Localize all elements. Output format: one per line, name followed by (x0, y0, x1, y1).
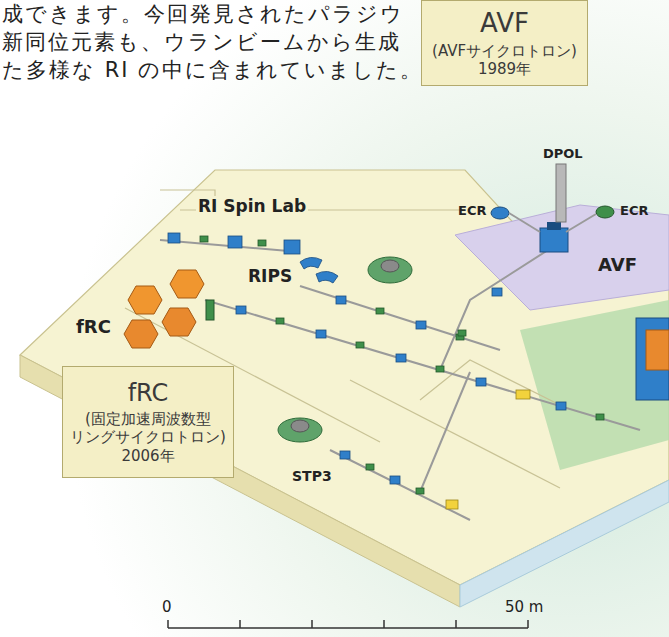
scale-label: 0 (162, 598, 172, 616)
device-label: ECR (620, 203, 648, 219)
device-label: ECR (458, 203, 486, 219)
scale-bar (168, 620, 528, 628)
floor-slab-part (20, 170, 669, 585)
beam-lines-part (205, 300, 640, 430)
scale-bar-part (383, 620, 385, 628)
avf-cyclotron-part (491, 207, 509, 219)
room-walls-part (350, 380, 560, 488)
beamline-magnets-part (416, 488, 424, 494)
rrc-magnet-part (646, 330, 669, 370)
area-label: AVF (596, 254, 639, 276)
avf-cyclotron-part (566, 214, 596, 232)
beamline-magnets-part (390, 476, 400, 484)
beamline-magnets-part (168, 233, 180, 243)
avf-cyclotron (491, 164, 614, 252)
avf-cyclotron-part (547, 222, 561, 230)
frc-cyclotron-part (128, 286, 162, 314)
frc-cyclotron-part (162, 308, 196, 336)
rips-dipoles-part (316, 271, 338, 283)
beamline-magnets-part (476, 378, 486, 386)
beamline-magnets-part (356, 342, 364, 348)
detector-domes-part (278, 418, 322, 442)
beam-lines-part (300, 286, 500, 350)
beamline-magnets-part (436, 366, 444, 372)
beamline-magnets-part (416, 321, 426, 329)
rrc-magnet-part (636, 318, 669, 400)
scale-bar-part (239, 620, 241, 628)
rrc-magnet (636, 318, 669, 400)
beamline-magnets-part (366, 464, 374, 470)
scale-label: 50 m (505, 598, 543, 616)
beamline-magnets-part (284, 240, 300, 254)
beamline-magnets-part (276, 318, 284, 324)
scale-bar-part (455, 620, 457, 628)
body-text: 新同位元素も、ウランビームから生成 (2, 30, 401, 55)
beamline-magnets-part (336, 296, 346, 304)
box-heading: fRC (69, 379, 227, 408)
beamline-magnets-part (340, 451, 350, 459)
box-subtext: (固定加速周波数型 リングサイクロトロン) 2006年 (69, 410, 227, 465)
beam-lines-part (420, 372, 470, 492)
beamline-magnets-part (446, 500, 458, 509)
area-label: RI Spin Lab (196, 196, 308, 216)
box-heading: AVF (428, 8, 581, 40)
frc-cyclotron-part (170, 270, 204, 298)
beamline-magnets-part (200, 236, 208, 242)
scale-bar-part (167, 620, 169, 628)
avf-cyclotron-part (509, 213, 540, 232)
facility-box: fRC(固定加速周波数型 リングサイクロトロン) 2006年 (62, 366, 234, 478)
avf-cyclotron-part (596, 206, 614, 218)
area-label: STP3 (290, 468, 334, 485)
beam-lines-part (330, 450, 470, 520)
beamline-magnets-part (376, 308, 384, 314)
body-text: 成できます。今回発見されたパラジウ (2, 2, 404, 27)
beamline-magnets-part (458, 330, 466, 336)
beamline-magnets-part (492, 288, 502, 296)
detector-domes-part (381, 260, 399, 272)
frc-cyclotron-part (124, 320, 158, 348)
area-label: RIPS (246, 266, 294, 286)
floor-slab-part (520, 300, 669, 470)
device-label: DPOL (543, 146, 583, 162)
beam-lines-part (440, 250, 548, 370)
beamline-magnets-part (258, 240, 266, 246)
room-walls-part (420, 360, 560, 405)
facility-box: AVF(AVFサイクロトロン) 1989年 (421, 0, 588, 86)
floor-slab-part (20, 355, 460, 607)
beamline-magnets-part (516, 390, 530, 399)
floor-slab (20, 170, 669, 607)
area-label: fRC (74, 316, 113, 338)
detector-domes (278, 257, 412, 442)
scale-bar-part (311, 620, 313, 628)
frc-cyclotron (124, 270, 214, 348)
avf-cyclotron-part (556, 164, 566, 222)
beamline-magnets-part (596, 414, 604, 420)
scale-bar-part (168, 627, 528, 629)
floor-slab-part (460, 480, 669, 607)
beamline-magnets-part (556, 402, 566, 410)
beamline-magnets-part (228, 236, 242, 248)
box-subtext: (AVFサイクロトロン) 1989年 (428, 42, 581, 79)
scale-bar-part (527, 620, 529, 628)
body-text: た多様な RI の中に含まれていました。 (2, 58, 423, 83)
beamline-magnets-part (396, 354, 406, 362)
frc-cyclotron-part (206, 300, 214, 320)
avf-cyclotron-part (540, 228, 568, 252)
detector-domes-part (368, 257, 412, 283)
beamline-magnets-part (316, 330, 326, 338)
rips-dipoles-part (300, 257, 322, 269)
rips-dipoles (300, 257, 338, 283)
beamline-magnets-part (236, 306, 246, 314)
detector-domes-part (291, 420, 309, 432)
